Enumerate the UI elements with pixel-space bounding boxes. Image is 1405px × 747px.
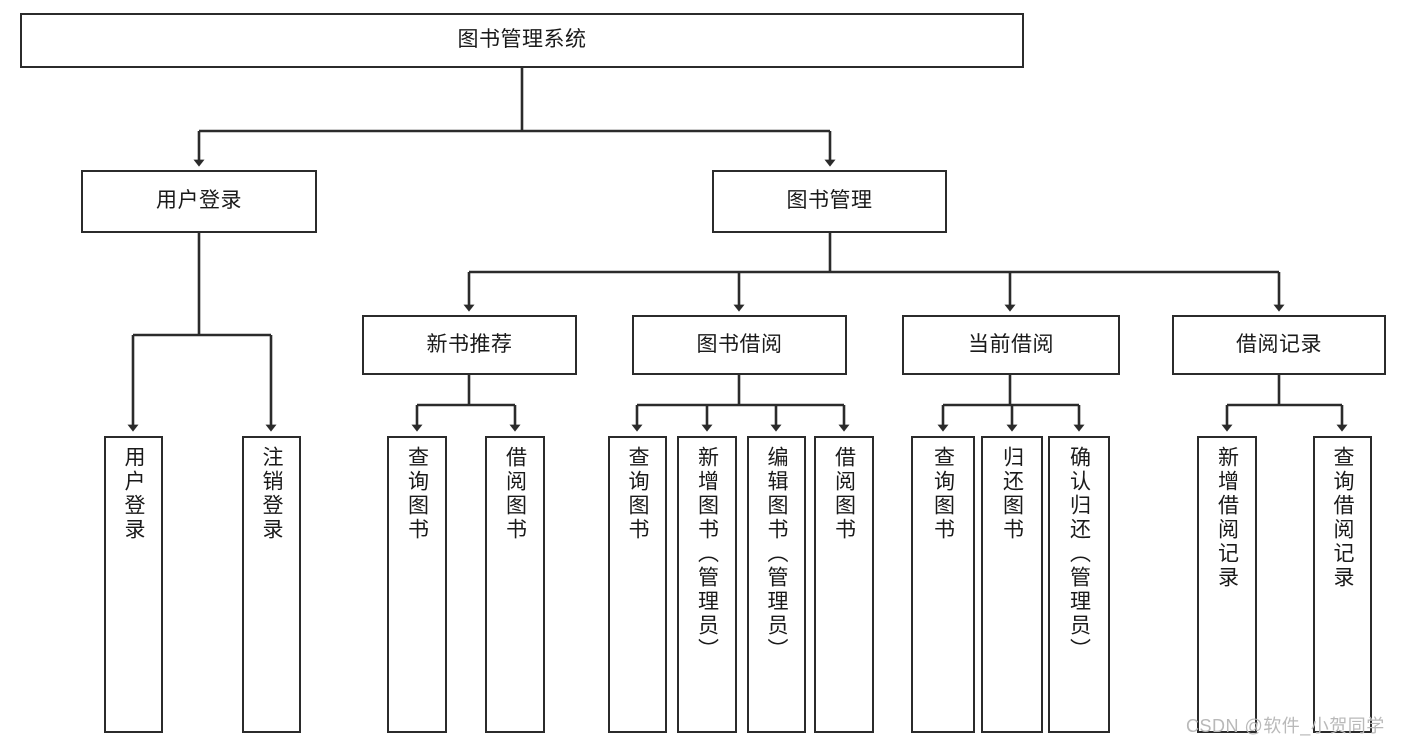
node-label: 注销登录 <box>260 446 283 542</box>
node-current-borrow[interactable]: 当前借阅 <box>902 315 1120 375</box>
leaf-query-borrow-record[interactable]: 查询借阅记录 <box>1313 436 1372 733</box>
node-label: 确认归还（管理员） <box>1067 446 1091 662</box>
node-book-management[interactable]: 图书管理 <box>712 170 947 233</box>
node-label: 图书管理 <box>786 189 873 213</box>
leaf-query-book-borrow[interactable]: 查询图书 <box>608 436 667 733</box>
node-label: 借阅图书 <box>503 446 527 542</box>
node-label: 新增借阅记录 <box>1215 446 1239 590</box>
node-label: 编辑图书（管理员） <box>765 446 788 662</box>
node-label: 用户登录 <box>156 189 242 213</box>
node-label: 借阅记录 <box>1236 332 1322 356</box>
node-label: 查询图书 <box>405 446 429 542</box>
csdn-watermark: CSDN @软件_小贺同学 <box>1186 716 1385 736</box>
leaf-borrow-book[interactable]: 借阅图书 <box>814 436 874 733</box>
leaf-edit-book-admin[interactable]: 编辑图书（管理员） <box>747 436 806 733</box>
leaf-confirm-return-admin[interactable]: 确认归还（管理员） <box>1048 436 1110 733</box>
node-label: 图书管理系统 <box>457 28 587 52</box>
node-label: 图书借阅 <box>696 332 783 356</box>
node-book-management-system[interactable]: 图书管理系统 <box>20 13 1024 68</box>
leaf-add-book-admin[interactable]: 新增图书（管理员） <box>677 436 737 733</box>
leaf-query-book-recommend[interactable]: 查询图书 <box>387 436 447 733</box>
node-new-book-recommend[interactable]: 新书推荐 <box>362 315 577 375</box>
node-label: 查询图书 <box>626 446 649 542</box>
node-book-borrow[interactable]: 图书借阅 <box>632 315 847 375</box>
leaf-query-book-current[interactable]: 查询图书 <box>911 436 975 733</box>
node-label: 新增图书（管理员） <box>695 446 719 662</box>
node-label: 借阅图书 <box>832 446 856 542</box>
node-user-login[interactable]: 用户登录 <box>81 170 317 233</box>
node-label: 用户登录 <box>122 446 145 542</box>
node-label: 归还图书 <box>1000 446 1024 542</box>
node-borrow-record[interactable]: 借阅记录 <box>1172 315 1386 375</box>
node-label: 当前借阅 <box>968 332 1054 356</box>
leaf-logout[interactable]: 注销登录 <box>242 436 301 733</box>
leaf-add-borrow-record[interactable]: 新增借阅记录 <box>1197 436 1257 733</box>
leaf-user-login[interactable]: 用户登录 <box>104 436 163 733</box>
node-label: 新书推荐 <box>426 332 513 356</box>
leaf-borrow-book-recommend[interactable]: 借阅图书 <box>485 436 545 733</box>
leaf-return-book[interactable]: 归还图书 <box>981 436 1043 733</box>
node-label: 查询借阅记录 <box>1331 446 1354 590</box>
node-label: 查询图书 <box>931 446 955 542</box>
